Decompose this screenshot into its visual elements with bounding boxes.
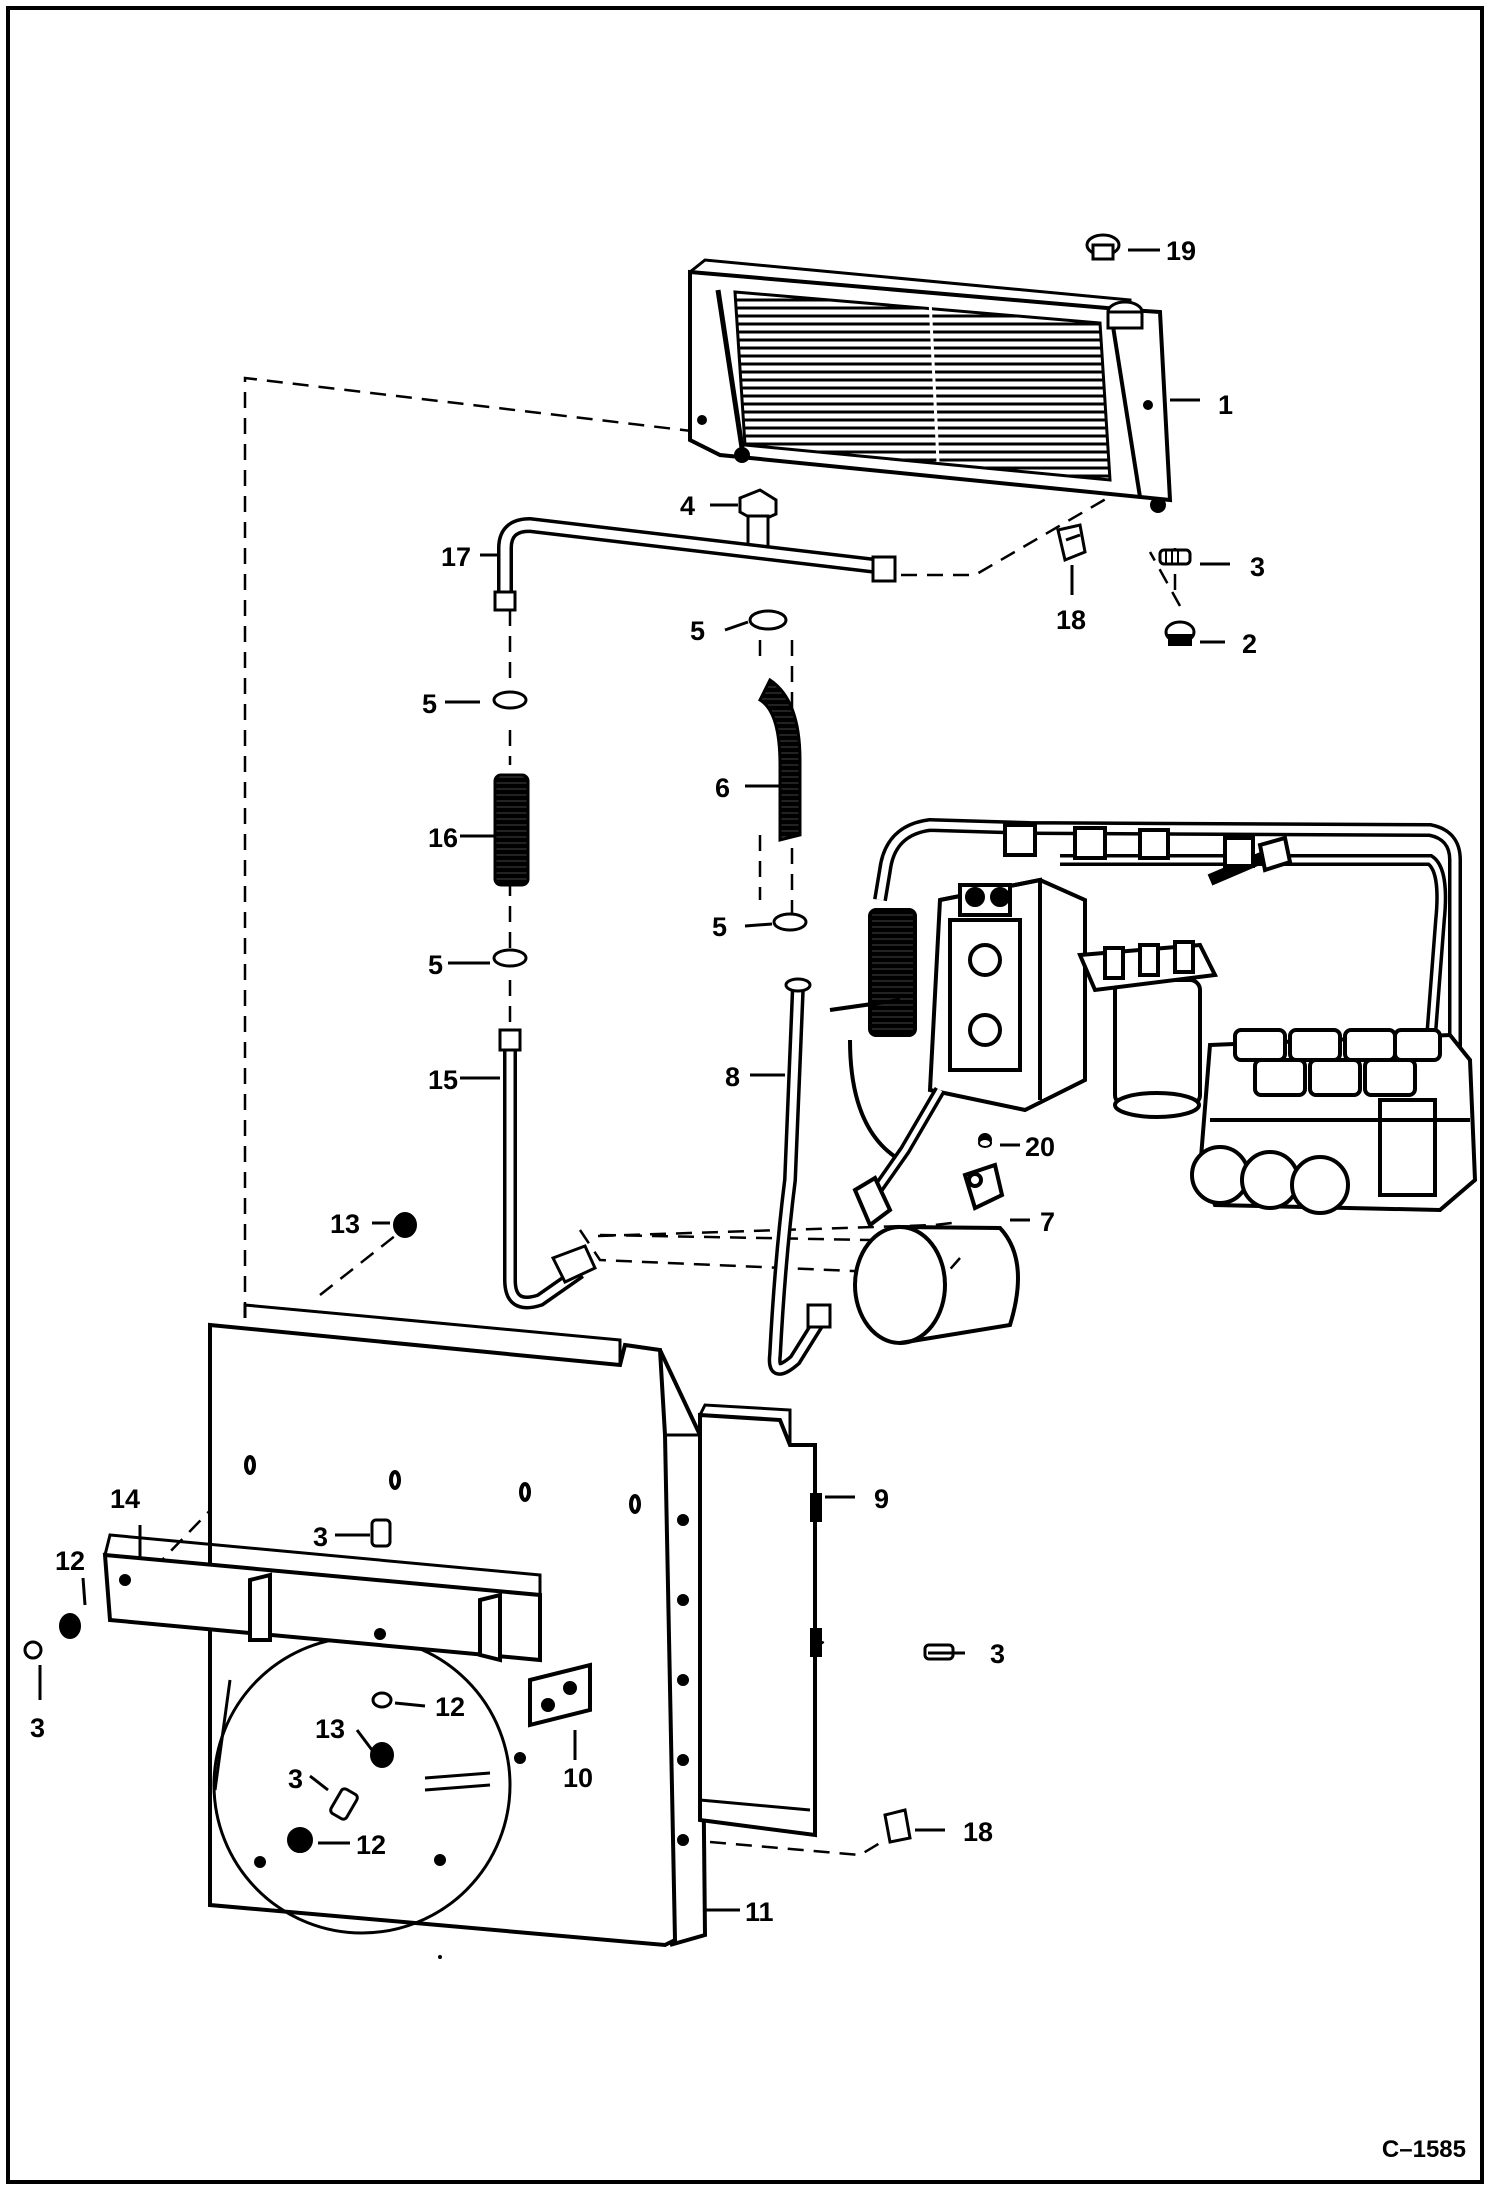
clip-nut-icon (883, 1808, 912, 1844)
callout-5: 5 (428, 950, 443, 980)
callout-16: 16 (428, 823, 458, 853)
hose-icon (758, 677, 802, 842)
callout-1: 1 (1218, 390, 1233, 420)
clamp-icon (492, 609, 808, 968)
callout-8: 8 (725, 1062, 740, 1092)
callout-6: 6 (715, 773, 730, 803)
shroud-icon (698, 1403, 822, 1838)
callout-19: 19 (1166, 236, 1196, 266)
callout-5: 5 (712, 912, 727, 942)
callout-3: 3 (30, 1713, 45, 1743)
callout-3: 3 (1250, 552, 1265, 582)
screw-icon (1158, 548, 1192, 566)
valve-icon (1190, 1028, 1478, 1215)
figure-id: C–1585 (1381, 2136, 1466, 2163)
cap-icon (1085, 233, 1121, 261)
oil-cooler-icon (688, 258, 1173, 513)
clip-nut-icon (1056, 523, 1087, 563)
callout-18: 18 (1056, 605, 1086, 635)
leader-lines (38, 248, 1230, 1912)
callout-9: 9 (874, 1484, 889, 1514)
bracket-icon (102, 1533, 542, 1663)
callout-3: 3 (288, 1764, 303, 1794)
callout-15: 15 (428, 1065, 458, 1095)
callout-5: 5 (422, 689, 437, 719)
pump-icon (829, 817, 1462, 1345)
callout-4: 4 (680, 491, 695, 521)
plug-icon (978, 1138, 992, 1148)
callout-labels: 19 1 3 18 2 4 17 5 5 6 16 5 5 15 8 20 7 … (30, 236, 1265, 1927)
callout-7: 7 (1040, 1207, 1055, 1237)
nut-icon (1164, 620, 1196, 646)
callout-20: 20 (1025, 1132, 1055, 1162)
tube-icon (493, 516, 897, 612)
screw-icon (23, 1518, 955, 1821)
tube-icon (767, 977, 832, 1376)
callout-12: 12 (55, 1546, 85, 1576)
callout-11: 11 (745, 1897, 774, 1927)
callout-3: 3 (990, 1639, 1005, 1669)
callout-13: 13 (315, 1714, 345, 1744)
hose-icon (493, 773, 530, 887)
fitting-icon (738, 488, 778, 552)
callout-3: 3 (313, 1522, 328, 1552)
tube-icon (498, 1028, 597, 1310)
stray-dot (438, 1955, 442, 1959)
callout-14: 14 (110, 1484, 140, 1514)
callout-12: 12 (356, 1830, 386, 1860)
callout-13: 13 (330, 1209, 360, 1239)
callout-10: 10 (563, 1763, 593, 1793)
callout-2: 2 (1242, 629, 1257, 659)
callout-5: 5 (690, 616, 705, 646)
callout-12: 12 (435, 1692, 465, 1722)
callout-18: 18 (963, 1817, 993, 1847)
bracket-icon (528, 1662, 592, 1728)
nut-icon (59, 1212, 417, 1853)
callout-17: 17 (441, 542, 471, 572)
